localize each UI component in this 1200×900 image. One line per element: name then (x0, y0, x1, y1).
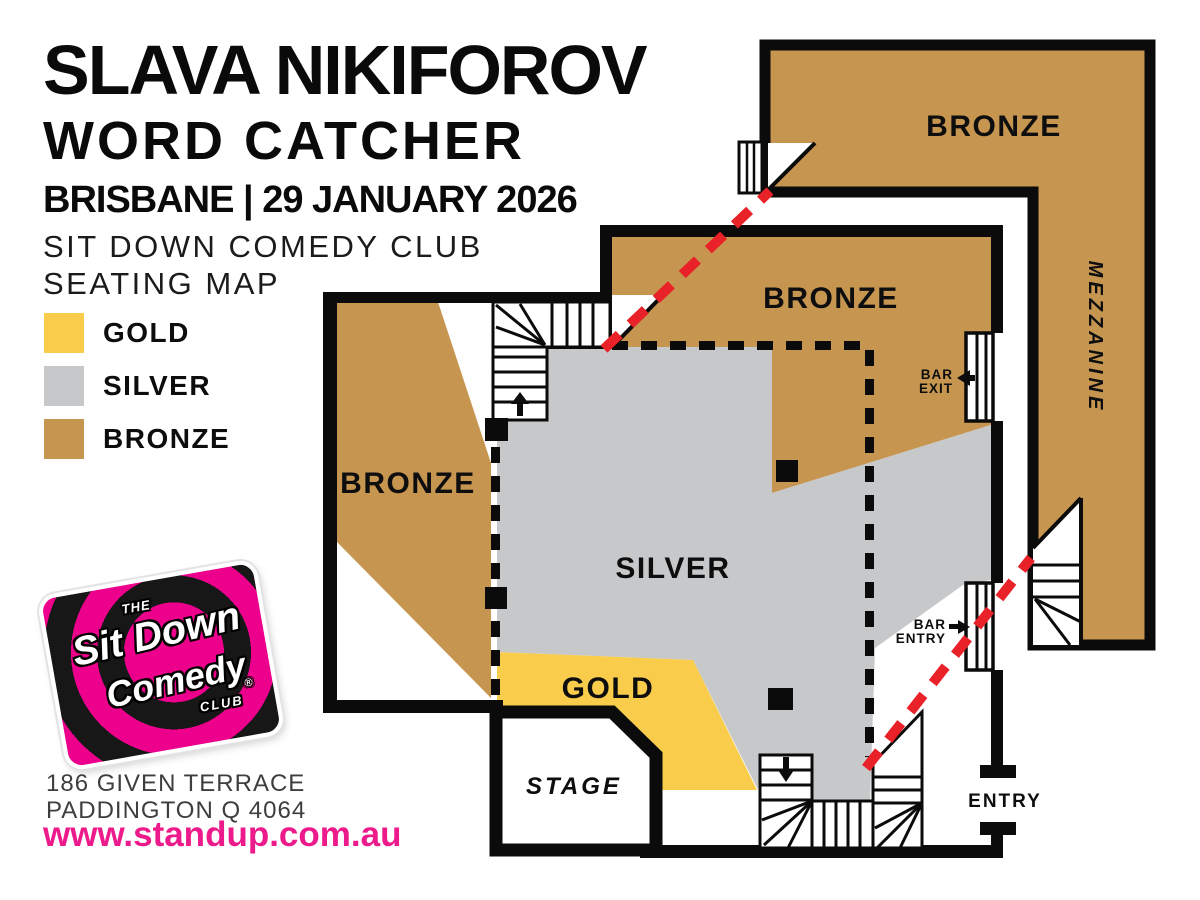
mezzanine-label: MEZZANINE (1084, 261, 1106, 414)
rear-stairs (491, 300, 612, 422)
mezzanine-bottom-stairs (1031, 496, 1083, 646)
pillar (768, 688, 793, 710)
entry-stairs (758, 708, 924, 850)
stair-route-lines (600, 187, 1035, 772)
bronze-zone-rear (612, 237, 991, 493)
pillar (485, 418, 508, 441)
bar-entry-arrow-icon (949, 620, 970, 634)
legend: GOLD SILVER BRONZE (44, 313, 230, 472)
down-arrow-icon (778, 770, 794, 782)
legend-row-bronze: BRONZE (44, 419, 230, 459)
stage-outline (489, 705, 663, 857)
bar-exit-label-line1: BAR (921, 367, 953, 382)
event-date-line: BRISBANE | 29 JANUARY 2026 (43, 179, 578, 221)
bar-entry-label-line1: BAR (914, 617, 946, 632)
gold-swatch (44, 313, 84, 353)
legend-label-bronze: BRONZE (103, 423, 231, 454)
gold-zone (497, 652, 757, 790)
stage-label: STAGE (526, 773, 622, 800)
address-line-1: 186 GIVEN TERRACE (46, 770, 306, 797)
venue-name: SIT DOWN COMEDY CLUB (43, 229, 483, 264)
bronze-zone-side (335, 302, 491, 698)
silver-label: SILVER (615, 552, 730, 585)
mezzanine-bronze-label: BRONZE (926, 110, 1062, 143)
silver-swatch (44, 366, 84, 406)
legend-label-silver: SILVER (103, 370, 212, 401)
rear-bronze-label: BRONZE (763, 282, 899, 315)
legend-label-gold: GOLD (103, 317, 190, 348)
seating-map-label: SEATING MAP (43, 266, 281, 301)
up-arrow-icon (511, 392, 529, 404)
side-bronze-label: BRONZE (340, 467, 476, 500)
page-title: SLAVA NIKIFOROV (43, 31, 648, 109)
address-line-2: PADDINGTON Q 4064 (46, 797, 307, 824)
pillar (776, 460, 798, 482)
bar-exit-door (964, 331, 995, 423)
website-link[interactable]: www.standup.com.au (43, 815, 402, 854)
bar-entry-door (964, 581, 995, 672)
bar-exit-label-line2: EXIT (919, 381, 953, 396)
bar-exit-arrow-icon (957, 370, 975, 386)
gold-label: GOLD (562, 672, 655, 705)
legend-row-silver: SILVER (44, 366, 230, 406)
zone-boundary-dashes (491, 341, 874, 757)
venue-address: 186 GIVEN TERRACE PADDINGTON Q 4064 (46, 770, 306, 824)
pillars (485, 418, 798, 710)
silver-zone (497, 347, 991, 803)
legend-row-gold: GOLD (44, 313, 230, 353)
entry-label: ENTRY (968, 791, 1042, 812)
mezzanine-top-stairs (737, 140, 817, 195)
route-to-mezzanine-rear (600, 187, 774, 353)
title-block: SLAVA NIKIFOROV WORD CATCHER BRISBANE | … (43, 30, 648, 302)
bar-entry-label-line2: ENTRY (896, 631, 946, 646)
route-to-mezzanine-entry (862, 554, 1035, 772)
show-title: WORD CATCHER (43, 111, 525, 171)
bronze-swatch (44, 419, 84, 459)
